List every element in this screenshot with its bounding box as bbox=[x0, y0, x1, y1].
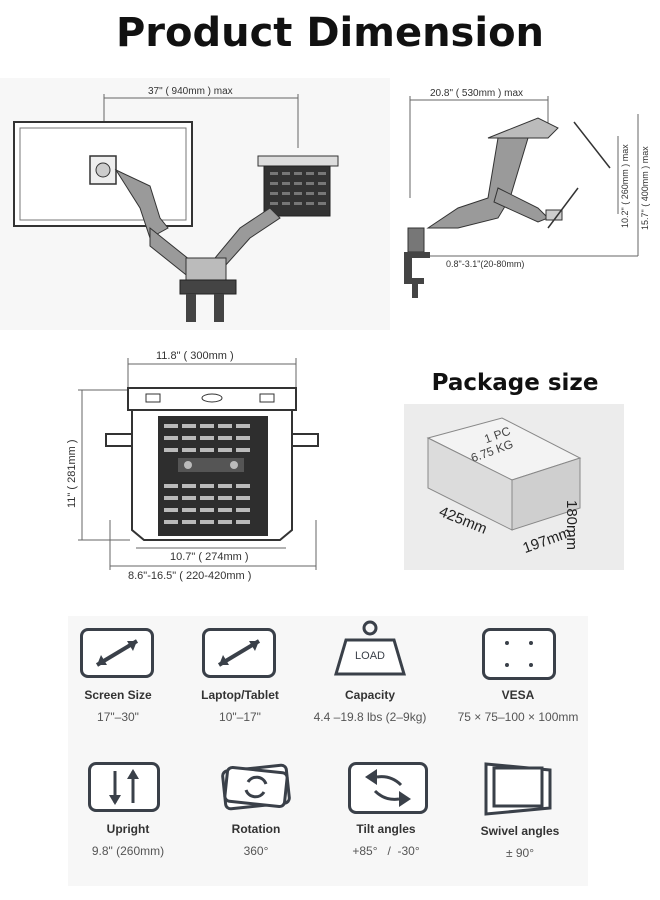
tray-bottom-width-label: 10.7" ( 274mm ) bbox=[170, 551, 249, 563]
feature-label: Tilt angles bbox=[356, 822, 416, 836]
page-title: Product Dimension bbox=[115, 10, 545, 56]
package-size-title: Package size bbox=[431, 370, 599, 396]
vesa-icon bbox=[482, 628, 556, 680]
package-height-label: 180mm bbox=[563, 500, 580, 551]
side-reach-label: 20.8" ( 530mm ) max bbox=[430, 88, 524, 99]
rotation-icon bbox=[218, 762, 294, 812]
feature-tilt: Tilt angles +85° / -30° bbox=[316, 762, 456, 862]
feature-value: 10"–17" bbox=[219, 710, 261, 724]
feature-swivel: Swivel angles ± 90° bbox=[450, 758, 590, 862]
package-box-panel: 1 PC 6.75 KG 425mm 197mm 180mm bbox=[404, 404, 624, 570]
feature-label: Laptop/Tablet bbox=[201, 688, 279, 702]
feature-label: Capacity bbox=[344, 688, 396, 702]
feature-label: VESA bbox=[501, 688, 535, 702]
feature-label: Screen Size bbox=[84, 688, 152, 702]
feature-value: ± 90° bbox=[505, 846, 535, 860]
feature-value: 9.8" (260mm) bbox=[91, 844, 165, 858]
height-high-label: 15.7" ( 400mm ) max bbox=[640, 146, 650, 230]
feature-capacity: LOAD Capacity 4.4 –19.8 lbs (2–9kg) bbox=[300, 620, 440, 728]
clamp-range-label: 0.8"-3.1"(20-80mm) bbox=[446, 259, 525, 269]
feature-vesa: VESA 75 × 75–100 × 100mm bbox=[448, 628, 588, 728]
feature-value: 4.4 –19.8 lbs (2–9kg) bbox=[313, 710, 427, 724]
package-box-drawing bbox=[426, 417, 582, 531]
feature-label: Rotation bbox=[231, 822, 281, 836]
diagonal-arrow-laptop-icon bbox=[202, 628, 276, 678]
tilt-icon bbox=[348, 762, 428, 814]
diagonal-arrow-screen-icon bbox=[80, 628, 154, 678]
load-icon-text: LOAD bbox=[355, 650, 385, 662]
tray-height-label: 11" ( 281mm ) bbox=[66, 439, 78, 509]
tray-extend-label: 8.6"-16.5" ( 220-420mm ) bbox=[128, 570, 252, 582]
feature-value: 17"–30" bbox=[97, 710, 139, 724]
feature-rotation: Rotation 360° bbox=[186, 762, 326, 862]
height-low-label: 10.2" ( 260mm ) max bbox=[620, 144, 630, 228]
side-view-drawing bbox=[404, 96, 639, 298]
reach-dimension-label: 37" ( 940mm ) max bbox=[148, 86, 233, 97]
feature-value: 75 × 75–100 × 100mm bbox=[457, 710, 579, 724]
tray-top-width-label: 11.8" ( 300mm ) bbox=[156, 350, 234, 362]
tray-diagram: 11.8" ( 300mm ) 11" ( 281mm ) 10.7" ( 27… bbox=[60, 340, 380, 590]
tray-drawing bbox=[78, 358, 319, 570]
dual-monitor-drawing bbox=[13, 94, 339, 322]
feature-label: Upright bbox=[106, 822, 150, 836]
swivel-icon bbox=[480, 758, 560, 816]
feature-upright: Upright 9.8" (260mm) bbox=[58, 762, 198, 862]
feature-screen-size: Screen Size 17"–30" bbox=[48, 628, 188, 728]
feature-laptop-tablet: Laptop/Tablet 10"–17" bbox=[170, 628, 310, 728]
load-weight-icon: LOAD bbox=[332, 620, 408, 676]
feature-label: Swivel angles bbox=[480, 824, 560, 838]
feature-value: 360° bbox=[243, 844, 269, 858]
side-view-diagram: 20.8" ( 530mm ) max 10.2" ( 260mm ) max … bbox=[398, 78, 660, 330]
feature-value: +85° / -30° bbox=[352, 844, 420, 858]
dual-monitor-diagram: 37" ( 940mm ) max bbox=[0, 78, 390, 330]
upright-arrows-icon bbox=[88, 762, 160, 812]
